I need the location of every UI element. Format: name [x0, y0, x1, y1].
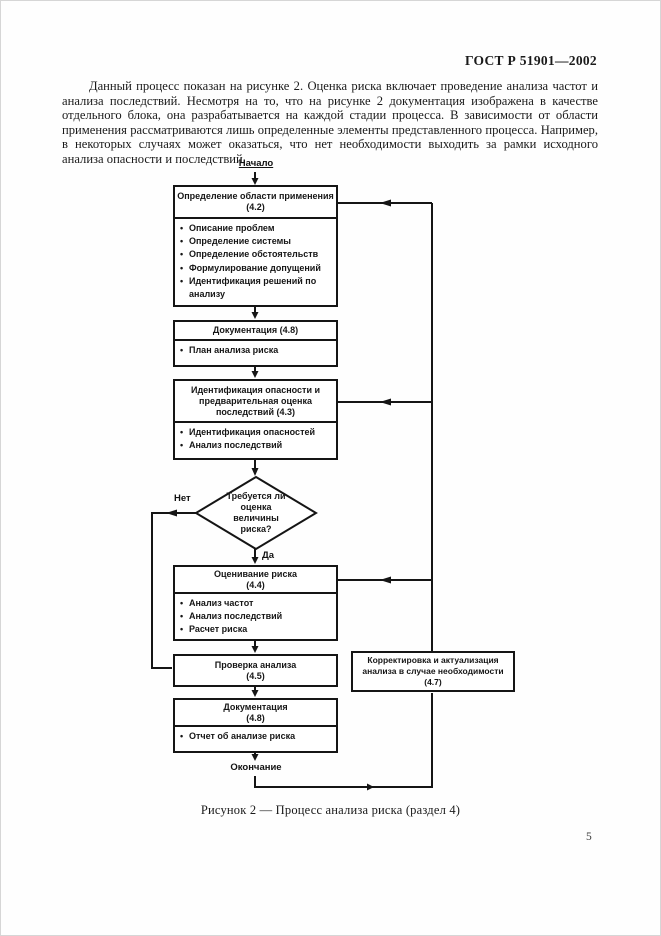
bullet-icon: •: [180, 275, 184, 286]
list-item: •План анализа риска: [180, 344, 332, 357]
body-paragraph: Данный процесс показан на рисунке 2. Оце…: [62, 79, 598, 166]
bullet-icon: •: [180, 345, 184, 355]
list-item: •Отчет об анализе риска: [180, 730, 332, 743]
page-number: 5: [586, 831, 592, 843]
box-items: •Отчет об анализе риска: [175, 727, 336, 743]
decision-diamond: [194, 475, 318, 551]
standard-header: ГОСТ Р 51901—2002: [464, 53, 597, 68]
bullet-icon: •: [180, 731, 184, 741]
bullet-icon: •: [180, 262, 184, 273]
bullet-icon: •: [180, 427, 184, 437]
bullet-icon: •: [180, 624, 184, 635]
figure-caption: Рисунок 2 — Процесс анализа риска (разде…: [200, 803, 461, 817]
flow-box-update-actualization: Корректировка и актуализация анализа в с…: [351, 651, 515, 692]
end-label: Окончание: [230, 762, 282, 773]
bullet-icon: •: [180, 440, 184, 451]
bullet-icon: •: [180, 249, 184, 260]
decision-question: Требуется ли оценка величины риска?: [226, 491, 286, 534]
list-item: •Идентификация решений по анализу: [180, 275, 332, 301]
box-title: Документация (4.8): [175, 700, 336, 727]
bullet-icon: •: [180, 598, 184, 608]
box-title: Оценивание риска (4.4): [175, 567, 336, 594]
flow-box-documentation-report: Документация (4.8) •Отчет об анализе рис…: [173, 698, 338, 753]
list-item: •Формулирование допущений: [180, 262, 332, 275]
yes-branch-label: Да: [262, 550, 275, 561]
list-item: •Описание проблем: [180, 222, 332, 235]
bullet-icon: •: [180, 223, 184, 233]
list-item: •Определение системы: [180, 235, 332, 248]
box-items: •Идентификация опасностей •Анализ послед…: [175, 423, 336, 452]
flow-box-scope: Определение области применения (4.2) •Оп…: [173, 185, 338, 307]
box-title: Определение области применения (4.2): [175, 187, 336, 219]
box-items: •План анализа риска: [175, 341, 336, 357]
flow-box-documentation-plan: Документация (4.8) •План анализа риска: [173, 320, 338, 367]
flow-box-hazard-identification: Идентификация опасности и предварительна…: [173, 379, 338, 460]
end-to-update-connector: [254, 693, 433, 788]
list-item: •Определение обстоятельств: [180, 248, 332, 261]
box-title: Идентификация опасности и предварительна…: [175, 381, 336, 423]
box-items: •Описание проблем •Определение системы •…: [175, 219, 336, 301]
no-branch-label: Нет: [174, 493, 191, 504]
flow-box-risk-estimation: Оценивание риска (4.4) •Анализ частот •А…: [173, 565, 338, 641]
box-title: Документация (4.8): [175, 322, 336, 341]
start-label: Начало: [238, 158, 274, 169]
bullet-icon: •: [180, 611, 184, 622]
box-items: •Анализ частот •Анализ последствий •Расч…: [175, 594, 336, 637]
bullet-icon: •: [180, 236, 184, 247]
list-item: •Идентификация опасностей: [180, 426, 332, 439]
list-item: •Анализ частот: [180, 597, 332, 610]
list-item: •Анализ последствий: [180, 610, 332, 623]
flow-arrowheads: [166, 178, 391, 791]
flow-box-analysis-verification: Проверка анализа (4.5): [173, 654, 338, 687]
list-item: •Расчет риска: [180, 623, 332, 636]
list-item: •Анализ последствий: [180, 439, 332, 452]
